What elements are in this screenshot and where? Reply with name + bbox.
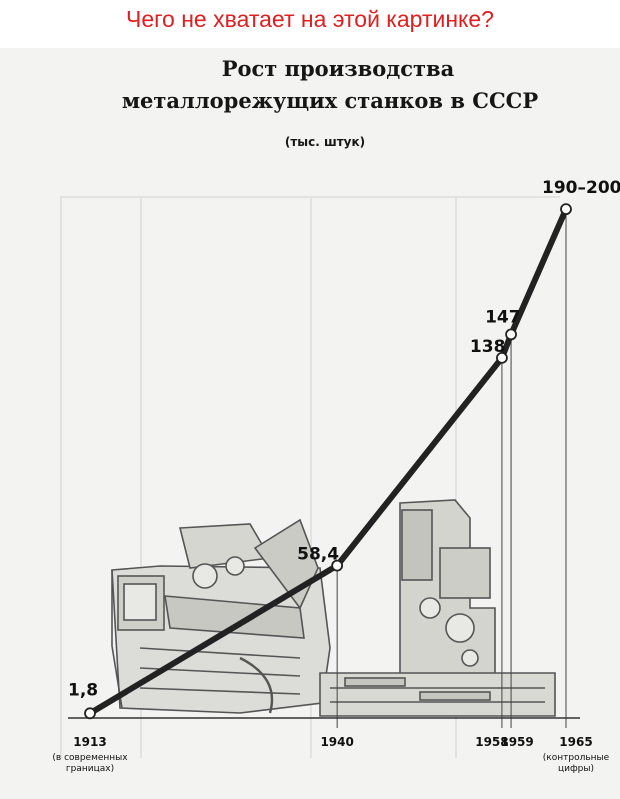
- data-point-1913: [84, 707, 96, 720]
- tick-label-1959: 1959: [500, 735, 533, 749]
- tick-note-1913-0: (в современных: [52, 753, 128, 763]
- tick-note-1965-1: цифры): [558, 764, 594, 774]
- tick-note-1913-1: границах): [66, 764, 114, 774]
- tick-note-1965-0: (контрольные: [543, 753, 610, 763]
- data-point-1940: [331, 559, 344, 572]
- chart-subtitle: (тыс. штук): [285, 135, 365, 149]
- data-label-1913: 1,8: [68, 680, 98, 700]
- data-markers: [84, 203, 572, 720]
- tick-label-1913: 1913: [73, 735, 106, 749]
- chart-title-line2: металлорежущих станков в СССР: [122, 88, 539, 113]
- scanned-page: Рост производства металлорежущих станков…: [0, 48, 620, 799]
- data-label-1959: 147: [485, 307, 520, 327]
- data-point-1965: [560, 203, 572, 216]
- data-labels: 1,8 58,4 138 147 190–200: [68, 178, 620, 700]
- bleed-through-text: [60, 196, 560, 758]
- data-label-1940: 58,4: [297, 545, 339, 565]
- data-label-1958: 138: [470, 337, 506, 357]
- tick-label-1965: 1965: [559, 735, 592, 749]
- tick-label-1958: 1958: [475, 735, 508, 749]
- data-point-1959: [505, 328, 517, 341]
- chart-title-line1: Рост производства: [222, 56, 455, 81]
- data-label-1965: 190–200: [542, 178, 620, 198]
- question-text: Чего не хватает на этой картинке?: [126, 6, 494, 32]
- tick-label-1940: 1940: [320, 735, 353, 749]
- machine-tool-illustration: [111, 499, 556, 717]
- drop-lines: [336, 209, 567, 728]
- line-chart: Рост производства металлорежущих станков…: [52, 56, 620, 774]
- data-point-1958: [496, 351, 508, 364]
